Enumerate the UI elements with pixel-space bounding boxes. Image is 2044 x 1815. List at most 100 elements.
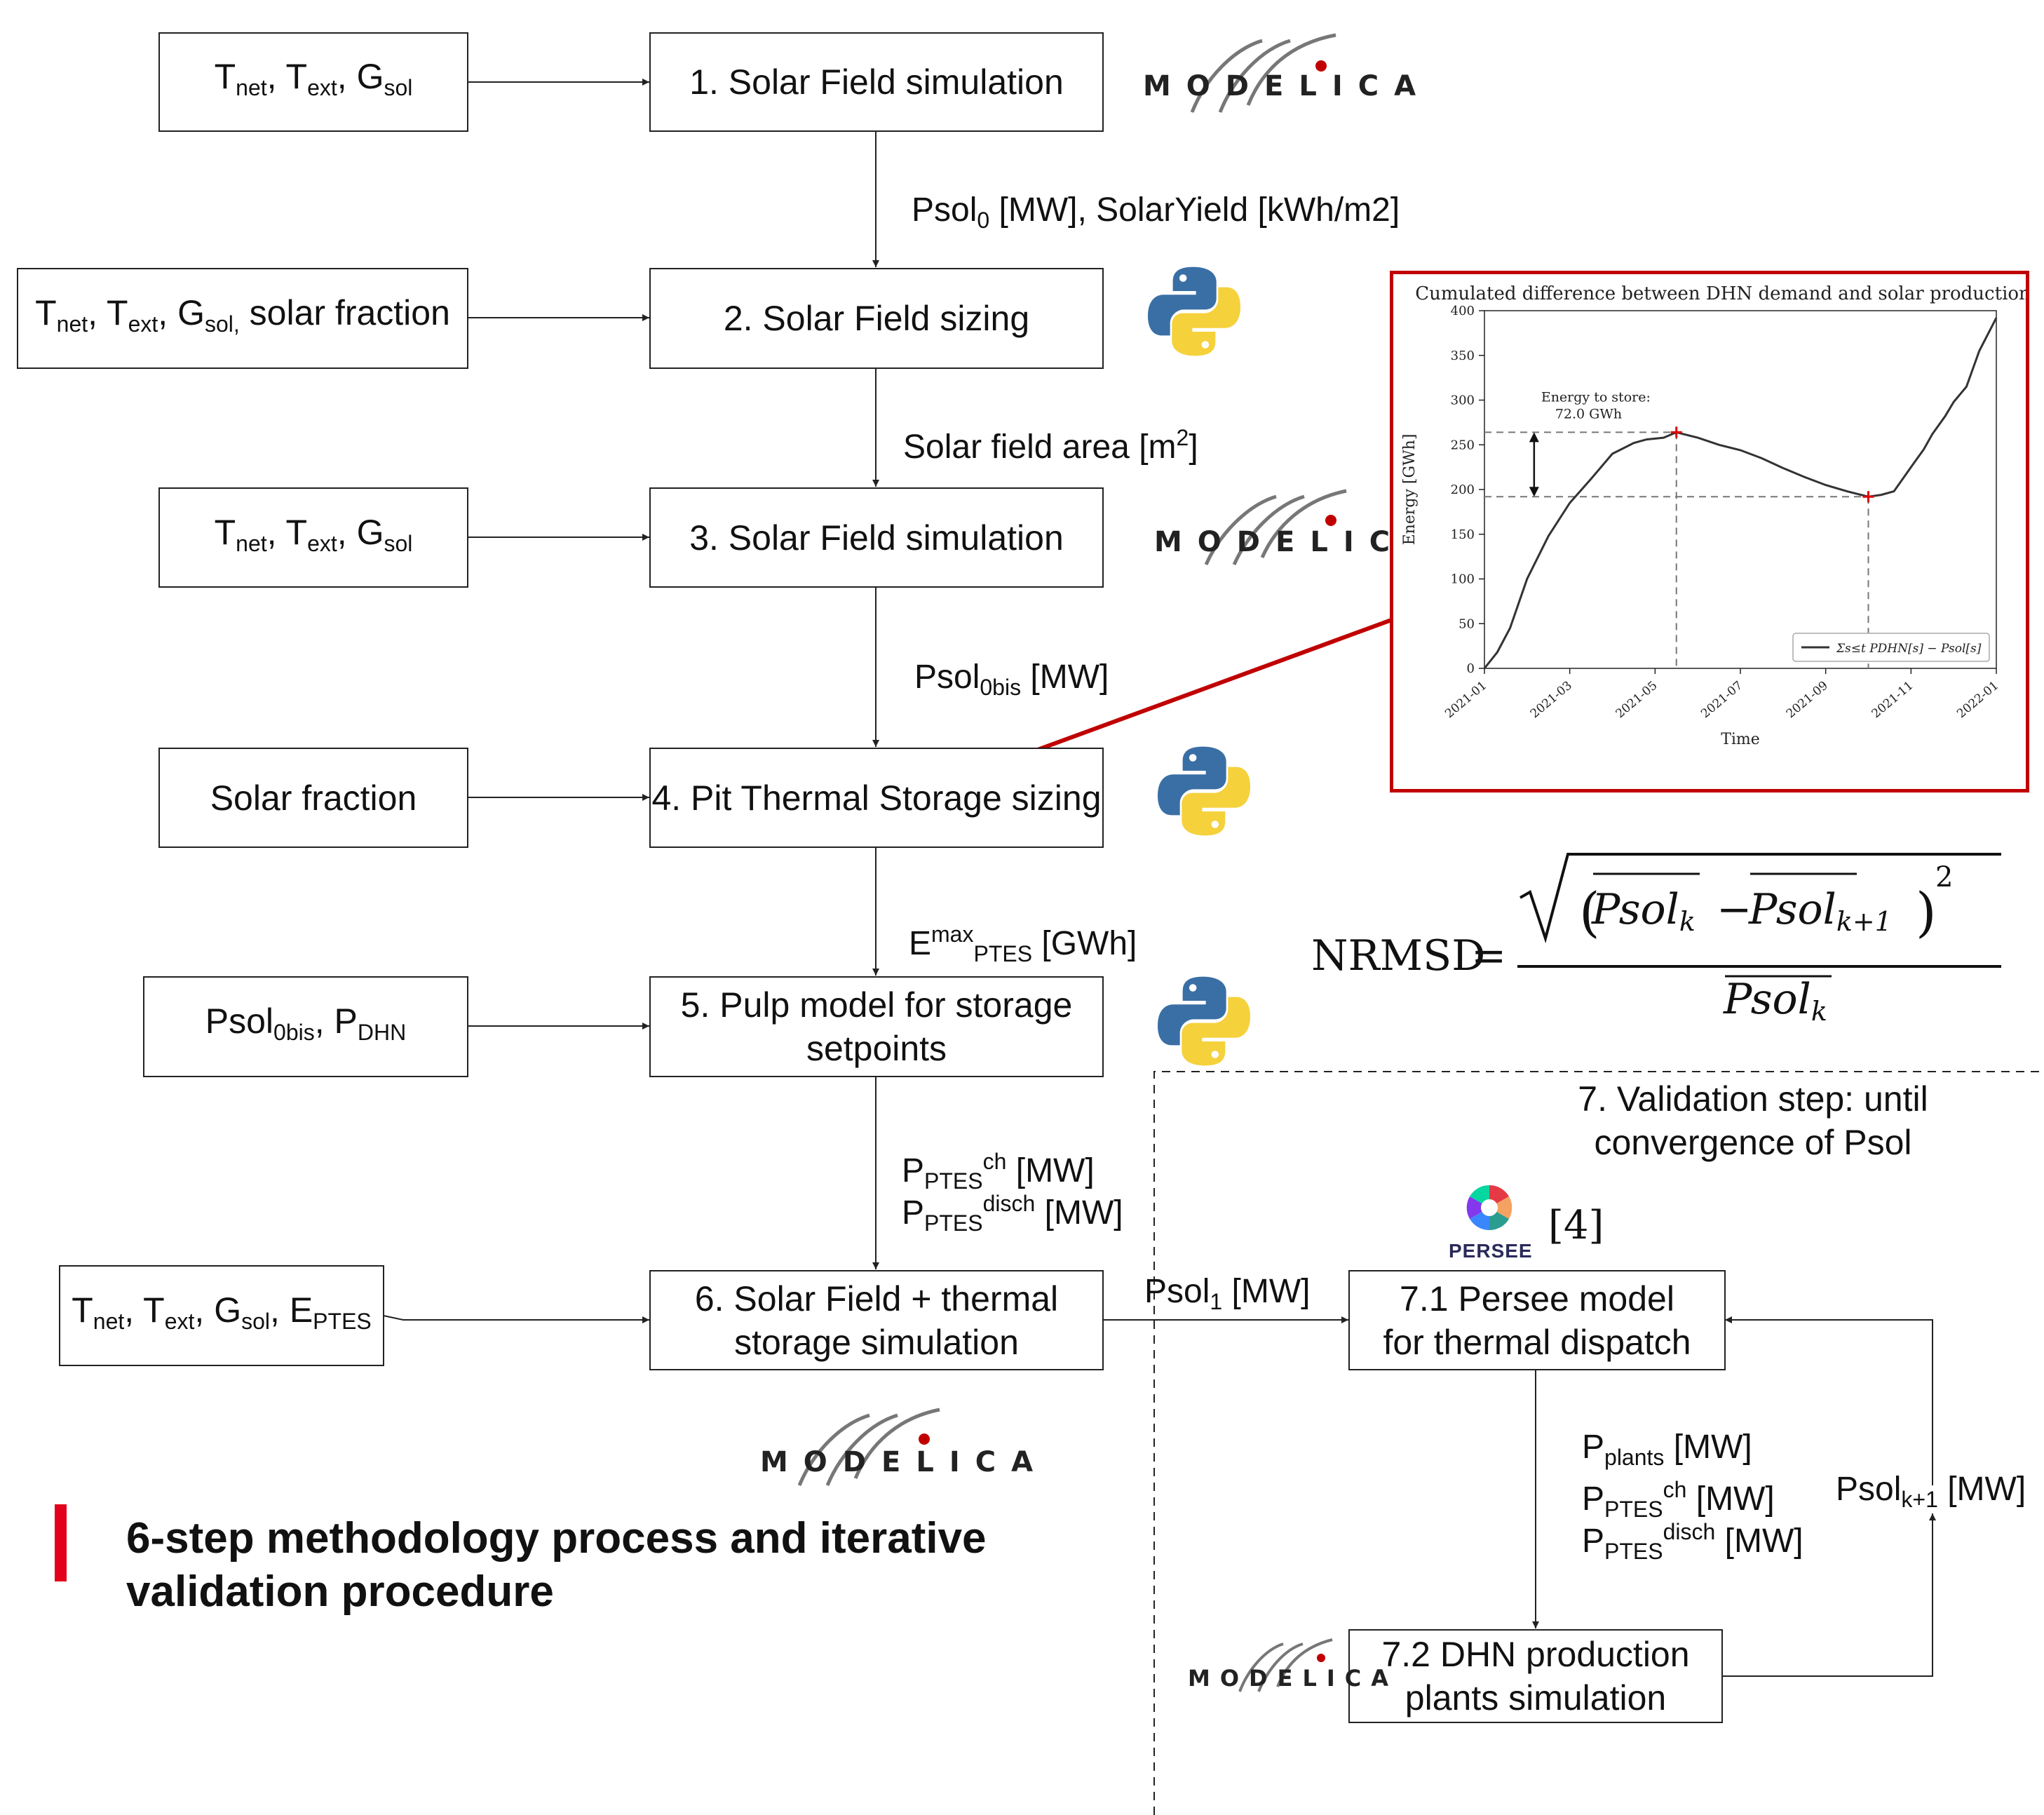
label-s71-s72-disch: PPTESdisch [MW] [1582, 1519, 1803, 1564]
annotation-arrow-head-bottom [1529, 487, 1539, 497]
step-3-text: 3. Solar Field simulation [689, 518, 1064, 558]
in5-text: Psol0bis, PDHN [205, 1001, 407, 1045]
step-71-text: 7.1 Persee model for thermal dispatch [1383, 1278, 1691, 1362]
modelica-dot-4 [1317, 1654, 1325, 1662]
eq-paren-open: ( [1579, 881, 1600, 943]
step-4-text: 4. Pit Thermal Storage sizing [651, 778, 1102, 818]
label-s2-s3: Solar field area [m2] [903, 425, 1198, 466]
python-logo-1 [1148, 266, 1240, 356]
label-s71-s72-ch: PPTESch [MW] [1582, 1477, 1775, 1522]
arrow-in6 [383, 1315, 649, 1323]
input-box-6: Tnet, Text, Gsol, EPTES [59, 1265, 384, 1366]
eq-exponent: 2 [1935, 861, 1954, 893]
step-72-box: 7.2 DHN production plants simulation [1348, 1629, 1723, 1723]
label-s4-s5: EmaxPTES [GWh] [909, 922, 1137, 966]
label-s6-s71: Psol1 [MW] [1144, 1273, 1311, 1314]
modelica-dot-3 [919, 1433, 930, 1445]
chart-frame: Cumulated difference between DHN demand … [1390, 271, 2029, 792]
eq-sign: = [1471, 931, 1507, 980]
input-box-5: Psol0bis, PDHN [143, 976, 468, 1077]
modelica-logo-3: MODELICA [760, 1446, 1049, 1478]
x-tick-label-1: 2021-03 [1528, 679, 1575, 722]
y-tick-label-2: 100 [1451, 572, 1475, 587]
validation-title: 7. Validation step: until convergence of… [1578, 1079, 1928, 1162]
step-71-box: 7.1 Persee model for thermal dispatch [1348, 1270, 1726, 1370]
energy-chart: Cumulated difference between DHN demand … [1401, 283, 2026, 748]
modelica-swoosh-3 [797, 1408, 940, 1486]
annotation-arrow-head-top [1529, 432, 1539, 443]
persee-reference: [4] [1548, 1203, 1604, 1248]
series-line [1483, 317, 1998, 669]
x-tick-label-2: 2021-05 [1613, 679, 1660, 722]
step-2-box: 2. Solar Field sizing [649, 268, 1104, 369]
x-tick-label-5: 2021-11 [1869, 679, 1916, 722]
eq-radical [1517, 853, 2001, 978]
y-tick-label-8: 400 [1451, 304, 1475, 318]
step-3-box: 3. Solar Field simulation [649, 487, 1104, 588]
step-6-text: 6. Solar Field + thermal storage simulat… [694, 1278, 1059, 1362]
modelica-logo-1: MODELICA [1143, 70, 1432, 102]
y-tick-label-1: 50 [1458, 616, 1475, 631]
heading-bar [55, 1504, 67, 1581]
modelica-dot-2 [1325, 515, 1336, 526]
y-tick-label-6: 300 [1451, 393, 1475, 408]
x-tick-label-0: 2021-01 [1442, 679, 1489, 722]
marker-1 [1862, 491, 1874, 503]
nrmsd-equation: NRMSD = ( Psolk − Psolk+1 ) 2 Psolk [1311, 849, 2026, 1031]
in1-text: Tnet, Text, Gsol [214, 57, 413, 100]
persee-logo-icon [1466, 1185, 1512, 1231]
legend-label: Σs≤t PDHN[s] − Psol[s] [1836, 642, 1982, 656]
y-tick-label-7: 350 [1451, 349, 1475, 363]
label-feedback: Psolk+1 [MW] [1836, 1471, 2026, 1512]
in3-text: Tnet, Text, Gsol [214, 512, 413, 556]
label-s5-s6-disch: PPTESdisch [MW] [902, 1191, 1123, 1236]
input-box-2: Tnet, Text, Gsol, solar fraction [17, 268, 468, 369]
step-5-text: 5. Pulp model for storage setpoints [680, 985, 1073, 1068]
chart-pointer-arrow [1015, 606, 1423, 760]
modelica-logo-4: MODELICA [1188, 1665, 1399, 1692]
chart-plot-area [1484, 310, 1997, 669]
label-s71-s72-plants: Pplants [MW] [1582, 1429, 1752, 1470]
step-72-text: 7.2 DHN production plants simulation [1381, 1635, 1690, 1718]
y-tick-label-4: 200 [1451, 483, 1475, 497]
in2-text: Tnet, Text, Gsol, solar fraction [35, 293, 450, 337]
figure-heading: 6-step methodology process and iterative… [126, 1514, 987, 1616]
annotation-text-0: Energy to store: [1541, 389, 1651, 405]
legend-box [1792, 633, 1990, 662]
y-axis-label: Energy [GWh] [1401, 434, 1419, 546]
label-s1-s2: Psol0 [MW], SolarYield [kWh/m2] [912, 191, 1400, 233]
x-axis-label: Time [1721, 731, 1760, 748]
modelica-dot-1 [1315, 60, 1327, 72]
x-tick-label-4: 2021-09 [1784, 679, 1831, 722]
modelica-swoosh-4 [1238, 1638, 1333, 1692]
x-tick-label-6: 2022-01 [1954, 679, 2001, 722]
eq-num-a: Psolk [1592, 885, 1696, 937]
input-box-4: Solar fraction [158, 748, 468, 848]
label-s3-s4: Psol0bis [MW] [914, 659, 1109, 700]
y-tick-label-0: 0 [1467, 661, 1475, 676]
annotation-text-1: 72.0 GWh [1555, 406, 1622, 421]
eq-minus: − [1717, 885, 1752, 934]
modelica-swoosh-2 [1204, 489, 1347, 566]
arrow-feedback-top [1725, 1316, 1933, 1485]
validation-region [1153, 1071, 2044, 1815]
modelica-swoosh-1 [1190, 33, 1336, 113]
python-logo-2 [1158, 746, 1250, 836]
input-box-4-text: Solar fraction [210, 778, 417, 818]
label-s5-s6-ch: PPTESch [MW] [902, 1149, 1095, 1194]
step-5-box: 5. Pulp model for storage setpoints [649, 976, 1104, 1077]
step-4-box: 4. Pit Thermal Storage sizing [649, 748, 1104, 848]
chart-title: Cumulated difference between DHN demand … [1415, 283, 2026, 304]
python-logo-3 [1158, 976, 1250, 1066]
y-tick-label-3: 150 [1451, 527, 1475, 542]
modelica-logo-2: MODELICA [1154, 526, 1443, 558]
persee-logo-text: PERSEE [1449, 1240, 1533, 1262]
step-1-box: 1. Solar Field simulation [649, 32, 1104, 132]
x-tick-label-3: 2021-07 [1698, 679, 1745, 722]
in6-text: Tnet, Text, Gsol, EPTES [72, 1290, 372, 1334]
step-1-text: 1. Solar Field simulation [689, 62, 1064, 102]
input-box-3: Tnet, Text, Gsol [158, 487, 468, 588]
step-6-box: 6. Solar Field + thermal storage simulat… [649, 1270, 1104, 1370]
eq-num-b: Psolk+1 [1749, 885, 1892, 937]
